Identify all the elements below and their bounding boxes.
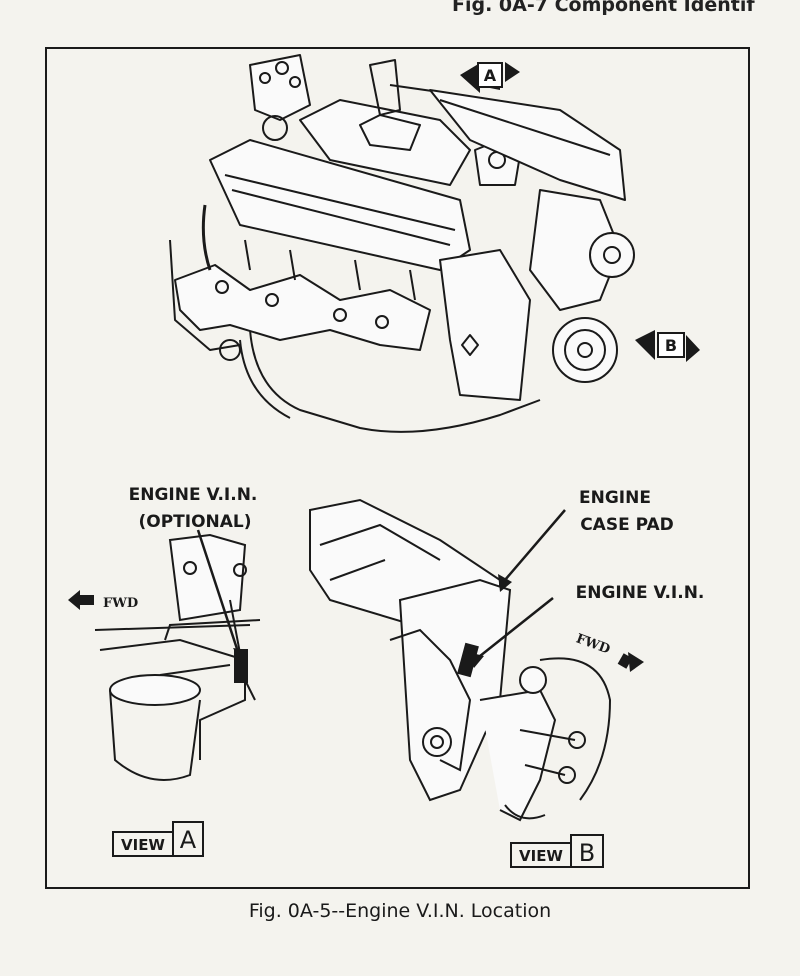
- view-a-drawing: [94, 533, 261, 781]
- callout-arrow-a: A: [460, 62, 520, 93]
- engine-drawing: [169, 54, 635, 433]
- view-b-case-pad-leader: [504, 509, 566, 581]
- view-a-badge-word: VIEW: [121, 836, 165, 854]
- callout-a-letter: A: [484, 66, 497, 85]
- view-a-leader-arrowhead: [233, 648, 247, 664]
- view-a-label-line2: (OPTIONAL): [138, 512, 251, 532]
- callout-arrow-b: B: [635, 330, 700, 362]
- view-b-case-pad-arrowhead: [498, 574, 512, 592]
- view-a-badge-letter: A: [180, 826, 197, 854]
- view-b-badge-word: VIEW: [519, 847, 563, 865]
- view-b-case-label-line1: ENGINE: [579, 488, 651, 508]
- view-b-badge: VIEW B: [510, 834, 604, 868]
- view-a-badge: VIEW A: [112, 821, 204, 857]
- page-header-fragment: Fig. 0A-7 Component Identif: [452, 0, 755, 16]
- view-b-fwd-arrow: [628, 652, 644, 672]
- figure-frame: [45, 47, 750, 889]
- view-b-fwd-label: FWD: [574, 631, 612, 657]
- view-b-badge-letter: B: [579, 839, 595, 867]
- view-b-vin-leader: [474, 597, 554, 661]
- view-a-leader-line: [196, 529, 242, 659]
- view-a-fwd-label: FWD: [103, 596, 138, 611]
- callout-b-letter: B: [665, 336, 677, 355]
- view-b-vin-arrowhead: [468, 652, 484, 668]
- view-a-fwd-arrow: [68, 590, 80, 610]
- view-b-vin-label: ENGINE V.I.N.: [576, 583, 705, 603]
- view-b-drawing: [309, 498, 612, 822]
- view-a-label-line1: ENGINE V.I.N.: [129, 485, 258, 505]
- view-b-case-label-line2: CASE PAD: [580, 515, 674, 535]
- figure-caption: Fig. 0A-5--Engine V.I.N. Location: [248, 900, 552, 922]
